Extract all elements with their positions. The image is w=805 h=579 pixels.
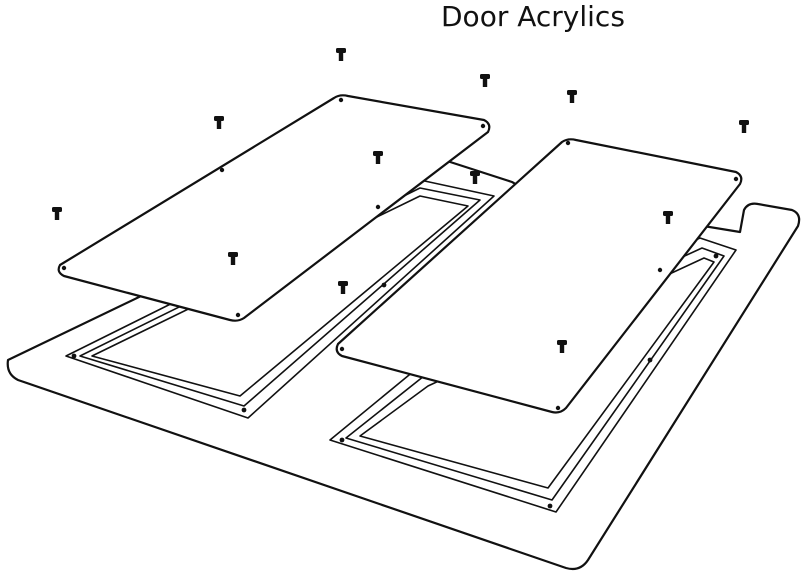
- panel-hole: [339, 346, 345, 352]
- recess-hole: [71, 353, 77, 359]
- recess-hole: [647, 357, 653, 363]
- panel-hole: [733, 176, 739, 182]
- right-door-recess: [329, 237, 737, 513]
- panel-hole: [657, 267, 663, 273]
- recess-hole: [713, 253, 719, 259]
- panel-hole: [565, 140, 571, 146]
- screw-icon: [480, 74, 490, 87]
- screw-icon: [470, 171, 480, 184]
- recess-hole: [381, 282, 387, 288]
- panel-hole: [555, 405, 561, 411]
- right-door-recess-inner2: [359, 257, 715, 489]
- screw-icon: [52, 207, 62, 220]
- recess-hole: [339, 437, 345, 443]
- screw-icon: [663, 211, 673, 224]
- screw-icon: [228, 252, 238, 265]
- screw-icon: [567, 90, 577, 103]
- panel-hole: [235, 312, 241, 318]
- diagram-title: Door Acrylics: [441, 0, 625, 33]
- panel-hole: [219, 167, 225, 173]
- right-door-recess-inner: [345, 247, 725, 501]
- screw-icon: [336, 48, 346, 61]
- right-acrylic-panel: [335, 138, 743, 414]
- recess-hole: [547, 503, 553, 509]
- screw-icon: [557, 340, 567, 353]
- screw-icon: [373, 151, 383, 164]
- panel-hole: [480, 123, 486, 129]
- panel-hole: [338, 97, 344, 103]
- panel-hole: [61, 265, 67, 271]
- right-acrylic-panel-sheet: [335, 138, 743, 414]
- panel-hole: [375, 204, 381, 210]
- screw-group: [52, 48, 749, 353]
- screw-icon: [214, 116, 224, 129]
- recess-hole: [241, 407, 247, 413]
- screw-icon: [739, 120, 749, 133]
- screw-icon: [338, 281, 348, 294]
